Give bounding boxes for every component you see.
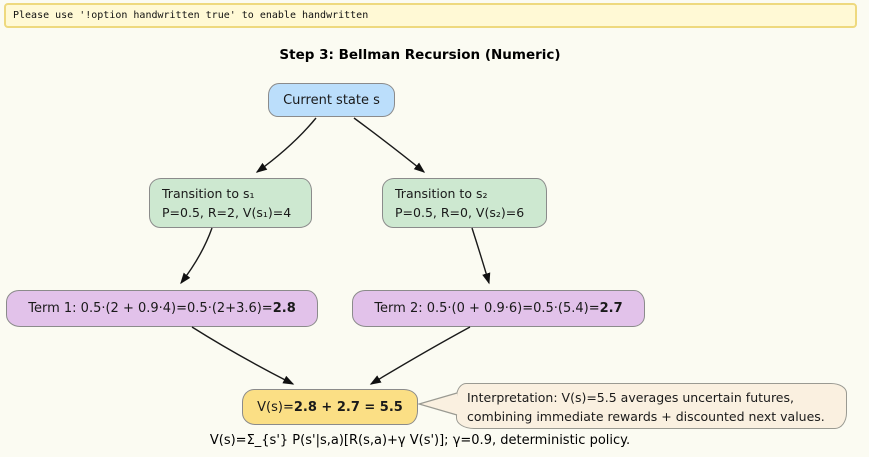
arrow-s2-to-term2 xyxy=(471,227,491,285)
node-term1-expression: Term 1: 0.5·(2 + 0.9·4)=0.5·(2+3.6)= xyxy=(28,301,273,316)
node-term1: Term 1: 0.5·(2 + 0.9·4)=0.5·(2+3.6)=2.8 xyxy=(6,290,318,327)
arrow-s1-to-term1 xyxy=(180,227,213,285)
node-term2-result: 2.7 xyxy=(599,301,623,316)
arrow-current-to-s1 xyxy=(255,117,317,173)
notice-banner-text: Please use '!option handwritten true' to… xyxy=(13,10,369,21)
node-value-result: V(s)=2.8 + 2.7 = 5.5 xyxy=(242,389,418,425)
arrow-term2-to-value xyxy=(369,326,471,385)
node-transition-s2-line2: P=0.5, R=0, V(s₂)=6 xyxy=(395,205,525,220)
node-transition-s1-line1: Transition to s₁ xyxy=(162,186,255,201)
node-transition-s1: Transition to s₁ P=0.5, R=2, V(s₁)=4 xyxy=(149,178,312,228)
interpretation-line2: combining immediate rewards + discounted… xyxy=(467,409,825,424)
interpretation-callout: Interpretation: V(s)=5.5 averages uncert… xyxy=(456,383,847,429)
arrow-term1-to-value xyxy=(191,326,295,385)
interpretation-line1: Interpretation: V(s)=5.5 averages uncert… xyxy=(467,390,794,405)
node-term1-result: 2.8 xyxy=(272,301,296,316)
node-current-state-label: Current state s xyxy=(283,92,380,108)
notice-banner: Please use '!option handwritten true' to… xyxy=(4,3,857,28)
node-term2-expression: Term 2: 0.5·(0 + 0.9·6)=0.5·(5.4)= xyxy=(374,301,600,316)
arrow-current-to-s2 xyxy=(353,117,426,173)
node-transition-s2: Transition to s₂ P=0.5, R=0, V(s₂)=6 xyxy=(382,178,547,228)
node-value-sum: 2.8 + 2.7 = 5.5 xyxy=(293,399,403,415)
page-title: Step 3: Bellman Recursion (Numeric) xyxy=(279,47,561,63)
node-transition-s2-line1: Transition to s₂ xyxy=(395,186,488,201)
bellman-formula: V(s)=Σ_{s'} P(s'|s,a)[R(s,a)+γ V(s')]; γ… xyxy=(209,433,631,448)
node-value-prefix: V(s)= xyxy=(257,399,294,415)
node-transition-s1-line2: P=0.5, R=2, V(s₁)=4 xyxy=(162,205,292,220)
node-term2: Term 2: 0.5·(0 + 0.9·6)=0.5·(5.4)=2.7 xyxy=(352,290,645,327)
callout-tail xyxy=(416,392,458,416)
node-current-state: Current state s xyxy=(268,83,395,117)
